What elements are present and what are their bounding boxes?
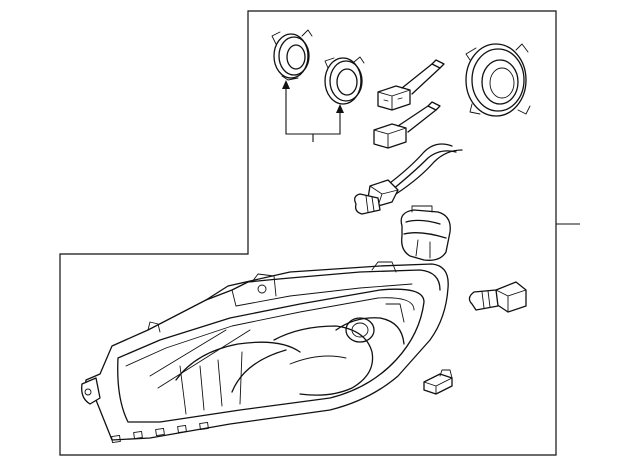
socket-ring-small [272,30,312,80]
parts-group-frame [60,11,556,455]
bulb-with-harness [355,144,462,214]
headlamp-cover-cap [466,44,530,116]
side-marker-bulb [469,282,526,312]
wiring-connector-upper [378,60,444,110]
socket-ring-large [325,57,364,104]
wiring-connector-lower [374,102,440,148]
wedge-bulb [424,370,452,394]
ring-callout-bracket [282,80,344,142]
headlamp-assembly [82,262,449,443]
bulb-holder-socket [401,206,450,260]
